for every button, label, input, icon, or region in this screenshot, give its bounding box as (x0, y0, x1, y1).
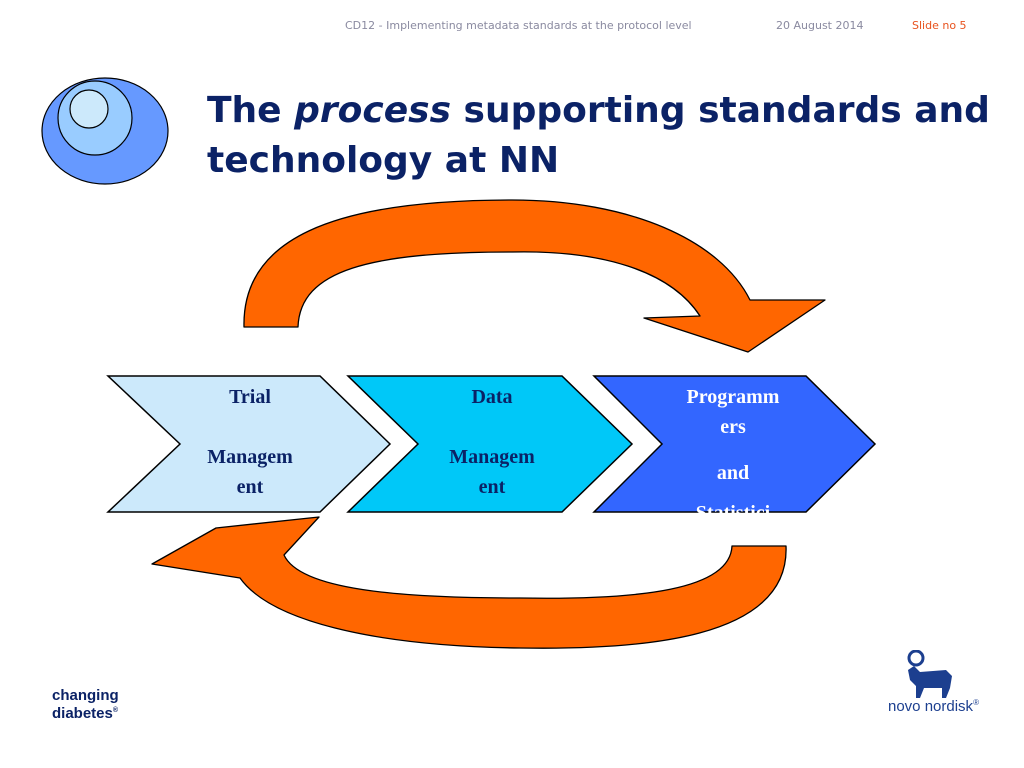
bottom-cycle-arrow (151, 516, 787, 649)
changing-diabetes-logo: changing diabetes® (52, 687, 119, 722)
title-emphasis: process (294, 90, 452, 131)
presentation-title: CD12 - Implementing metadata standards a… (345, 19, 692, 32)
chevron-data-management (346, 375, 634, 513)
top-cycle-arrow (243, 199, 826, 353)
apis-bull-icon (907, 650, 952, 698)
slide-title: The process supporting standards and tec… (207, 90, 990, 181)
chevron-trial-management (106, 375, 392, 513)
slide-number: Slide no 5 (912, 19, 967, 32)
step-1-label: Trial Managem ent (207, 386, 293, 498)
chevron-programmers-statisticians (592, 375, 877, 513)
step-2-label: Data Managem ent (449, 386, 535, 498)
novo-nordisk-logo: novo nordisk® (888, 698, 979, 715)
concentric-circles-icon (41, 77, 169, 185)
step-3-label: Programm ers and Statistici (686, 386, 780, 517)
slide-date: 20 August 2014 (776, 19, 864, 32)
